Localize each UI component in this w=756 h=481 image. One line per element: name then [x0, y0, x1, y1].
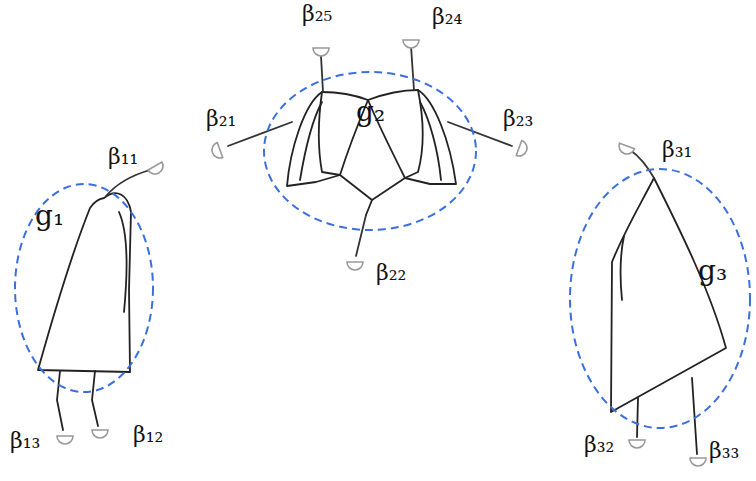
landmark-label: β₂₄	[432, 6, 462, 28]
landmark-label: β₁₂	[133, 424, 163, 446]
region-label: g₁	[35, 202, 64, 230]
landmark-label: β₂₃	[503, 108, 533, 130]
garment-region: g₂	[262, 70, 478, 232]
landmark-label: β₂₂	[376, 262, 406, 284]
region-label: g₂	[356, 98, 385, 126]
landmark-label: β₂₁	[206, 108, 236, 130]
dashed-ellipse	[13, 182, 155, 394]
landmark-label: β₃₃	[709, 440, 739, 462]
region-label: g₃	[698, 257, 727, 285]
garment-region: g₃	[568, 167, 752, 430]
landmark-label: β₂₅	[302, 3, 332, 25]
landmark-label: β₃₁	[662, 139, 692, 161]
garment-region: g₁	[13, 182, 155, 394]
landmark-label: β₁₃	[10, 430, 40, 452]
landmark-label: β₃₂	[584, 434, 614, 456]
landmark-label: β₁₁	[108, 146, 138, 168]
dashed-ellipse	[568, 167, 752, 430]
dashed-ellipse	[262, 70, 478, 232]
